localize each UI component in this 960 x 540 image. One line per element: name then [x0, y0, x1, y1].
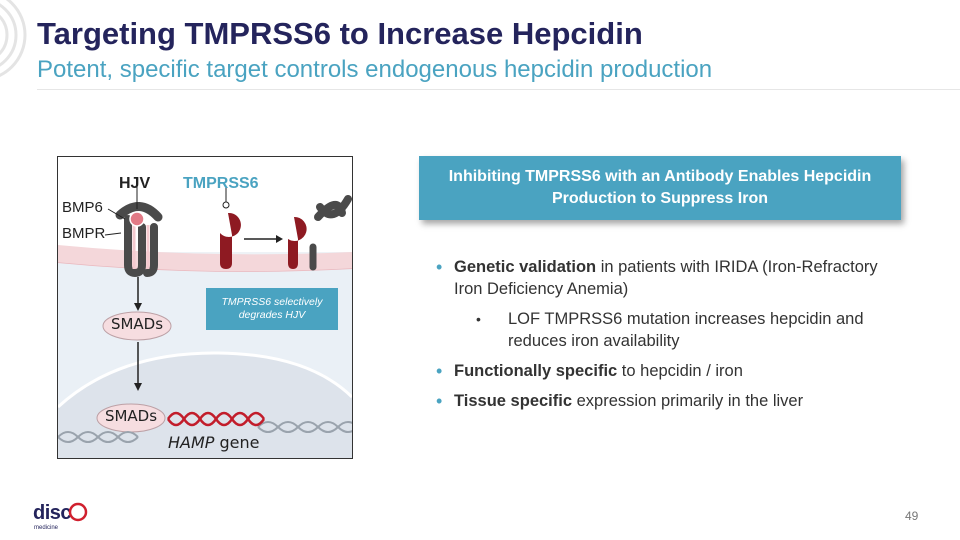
headline-banner: Inhibiting TMPRSS6 with an Antibody Enab… — [419, 156, 901, 220]
slide-title: Targeting TMPRSS6 to Increase Hepcidin — [37, 16, 643, 51]
logo-ring-icon — [68, 502, 88, 522]
bullet-text: expression primarily in the liver — [572, 392, 804, 410]
sub-bullet-dot: • — [476, 311, 481, 327]
bullet-dot: • — [436, 257, 443, 277]
disc-medicine-logo: disc medicine — [33, 502, 88, 531]
smads-label-top: SMADs — [110, 315, 164, 333]
mechanism-figure: HJV TMPRSS6 BMP6 BMPR SMADs SMADs HAMP g… — [57, 156, 353, 459]
bullet-item: • Tissue specific expression primarily in… — [436, 390, 906, 412]
bullet-dot: • — [436, 361, 443, 381]
bullet-text: in patients with IRIDA (Iron-Refractory … — [454, 258, 878, 298]
bullet-bold: Tissue specific — [454, 392, 573, 410]
bullet-dot: • — [436, 391, 443, 411]
page-number: 49 — [905, 509, 919, 523]
tmprss6-label: TMPRSS6 — [183, 175, 259, 192]
callout-box: TMPRSS6 selectively degrades HJV — [206, 288, 338, 330]
hamp-gene-label: HAMP gene — [168, 433, 260, 452]
sub-bullet-text: LOF TMPRSS6 mutation increases hepcidin … — [508, 310, 864, 350]
bullet-item: • Functionally specific to hepcidin / iro… — [436, 360, 906, 382]
decorative-rings — [0, 0, 27, 77]
tmprss6-protease — [220, 187, 241, 269]
bullet-bold: Functionally specific — [454, 362, 618, 380]
hamp-italic: HAMP — [168, 433, 215, 452]
gene-word: gene — [214, 433, 260, 452]
smads-label-bottom: SMADs — [104, 407, 158, 425]
title-divider — [37, 89, 960, 90]
cleaved-complex — [288, 195, 352, 271]
bmpr-label: BMPR — [62, 225, 106, 242]
bmp6-label: BMP6 — [62, 199, 103, 216]
bullet-text: to hepcidin / iron — [617, 362, 743, 380]
sub-bullet-item: • LOF TMPRSS6 mutation increases hepcidin… — [436, 308, 906, 352]
hjv-label: HJV — [119, 175, 151, 192]
bmpr-receptor — [115, 202, 163, 278]
bullet-bold: Genetic validation — [454, 258, 597, 276]
bullet-item: • Genetic validation in patients with IRI… — [436, 256, 906, 300]
slide-subtitle: Potent, specific target controls endogen… — [37, 56, 713, 83]
logo-wordmark: disc — [33, 502, 72, 524]
logo-subtext: medicine — [34, 525, 59, 531]
bullet-list: • Genetic validation in patients with IRI… — [436, 256, 906, 420]
